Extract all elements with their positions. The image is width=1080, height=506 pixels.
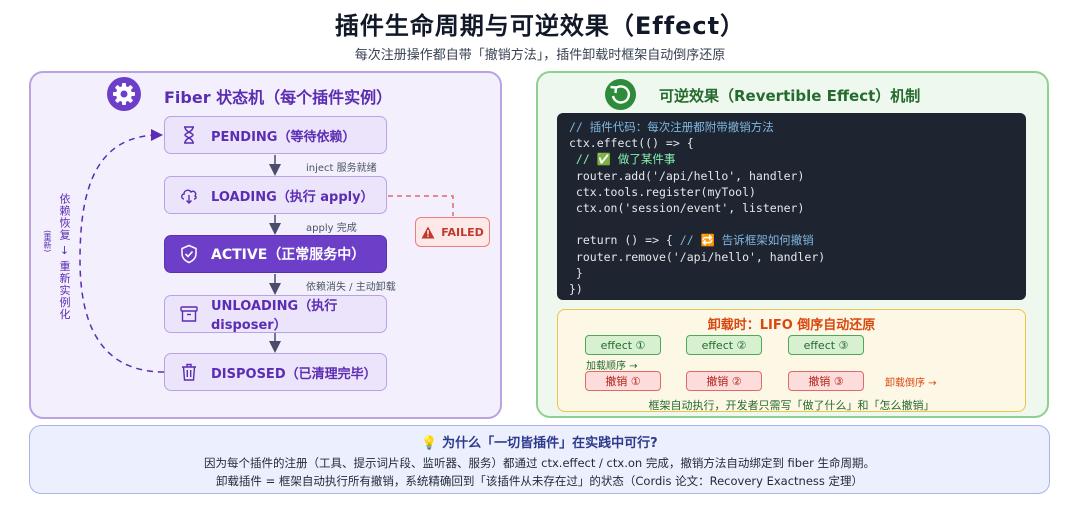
state-loading-label: LOADING（执行 apply） (211, 189, 374, 205)
page-subtitle: 每次注册操作都自带「撤销方法」，插件卸载时框架自动倒序还原 (354, 48, 726, 63)
state-loading: LOADING（执行 apply） (164, 176, 387, 214)
why-plugins-line-1: 因为每个插件的注册（工具、提示词片段、监听器、服务）都通过 ctx.effect… (204, 456, 875, 470)
code-line: return () => { // 🔁 告诉框架如何撤销 (569, 232, 1014, 248)
hourglass-icon (184, 126, 194, 144)
shield-check-icon (181, 244, 197, 264)
lifo-caption: 框架自动执行，开发者只需写「做了什么」和「怎么撤销」 (648, 399, 935, 412)
trash-icon (182, 363, 196, 381)
code-line: // ✅ 做了某件事 (569, 152, 676, 167)
undo-box-3: 撤销 ③ (788, 371, 864, 391)
code-line: }) (569, 281, 583, 296)
recovery-loop-label: 依赖恢复 → 重新实例化 (58, 193, 71, 321)
code-line: // 插件代码：每次注册都附带撤销方法 (569, 120, 774, 134)
state-machine-title: Fiber 状态机（每个插件实例） (164, 88, 393, 107)
state-disposed-label: DISPOSED（已清理完毕） (211, 366, 377, 382)
archive-box-icon (180, 306, 198, 322)
effect-box-2: effect ② (686, 335, 762, 355)
undo-cycle-icon (605, 79, 636, 110)
unload-order-label: 卸载倒序 → (885, 378, 937, 389)
code-block: // 插件代码：每次注册都附带撤销方法 ctx.effect(() => { /… (557, 113, 1026, 300)
gear-icon (107, 77, 141, 111)
transition-label-inject: inject 服务就绪 (306, 163, 377, 174)
why-plugins-line-2: 卸载插件 = 框架自动执行所有撤销，系统精确回到「该插件从未存在过」的状态（Co… (215, 474, 864, 488)
undo-box-2: 撤销 ② (686, 371, 762, 391)
effect-mechanism-title: 可逆效果（Revertible Effect）机制 (659, 87, 921, 105)
state-active-label: ACTIVE（正常服务中） (211, 247, 366, 263)
undo-box-1: 撤销 ① (585, 371, 661, 391)
effect-box-3: effect ③ (788, 335, 864, 355)
state-unloading: UNLOADING（执行 disposer） (164, 295, 387, 333)
state-pending: PENDING（等待依赖） (164, 116, 387, 154)
why-plugins-title: 💡 为什么「一切皆插件」在实践中可行? (421, 436, 658, 451)
lifo-panel (557, 309, 1026, 412)
code-return: return () => { (569, 233, 680, 248)
code-line: router.remove('/api/hello', handler) (569, 249, 826, 264)
arrow-loading-failed (388, 195, 454, 216)
transition-label-apply: apply 完成 (306, 223, 357, 234)
effect-box-1: effect ① (585, 335, 661, 355)
code-line: router.add('/api/hello', handler) (569, 168, 805, 183)
load-order-label: 加载顺序 → (586, 361, 638, 372)
state-active: ACTIVE（正常服务中） (164, 235, 387, 273)
state-unloading-label: UNLOADING（执行 disposer） (211, 299, 338, 333)
code-line: ctx.effect(() => { (569, 136, 694, 151)
why-plugins-panel (29, 425, 1050, 494)
recovery-loop-note: (重新) (43, 230, 52, 253)
warning-icon (421, 226, 435, 238)
state-failed: FAILED (415, 217, 490, 247)
page-title: 插件生命周期与可逆效果（Effect） (334, 12, 746, 40)
code-line: ctx.on('session/event', listener) (569, 200, 805, 215)
code-line: ctx.tools.register(myTool) (569, 184, 756, 199)
code-line: } (569, 265, 583, 280)
lifo-title: 卸载时：LIFO 倒序自动还原 (707, 318, 876, 333)
arrow-recovery-loop (79, 129, 165, 373)
state-pending-label: PENDING（等待依赖） (211, 129, 356, 145)
transition-label-unload: 依赖消失 / 主动卸载 (306, 282, 396, 293)
code-return-comment: // 🔁 告诉框架如何撤销 (679, 233, 814, 248)
state-failed-label: FAILED (441, 225, 484, 239)
cloud-download-icon (181, 189, 197, 204)
state-disposed: DISPOSED（已清理完毕） (164, 353, 387, 391)
